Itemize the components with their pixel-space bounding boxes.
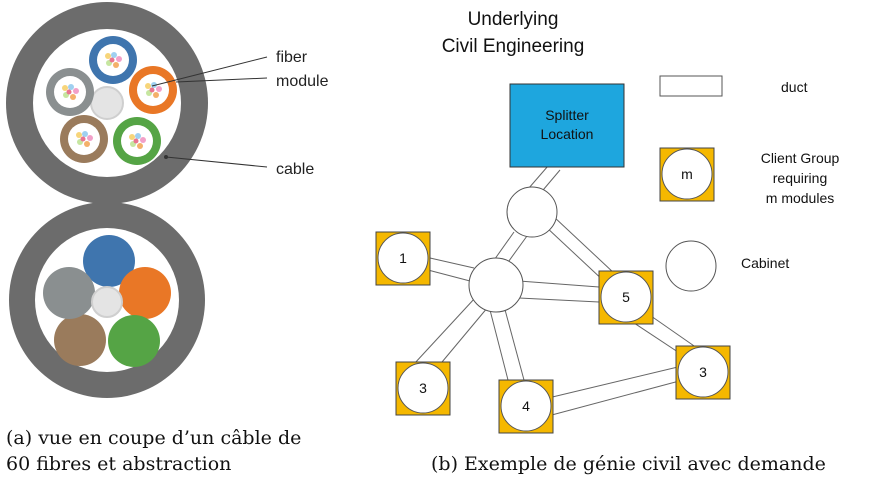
legend-client-m: m	[681, 166, 693, 182]
fiber-label: fiber	[276, 49, 308, 66]
client-group-demand: 4	[522, 398, 530, 414]
legend-client-line2: requiring	[773, 170, 827, 186]
duct-cabinet-client5-h	[518, 280, 600, 303]
abstract-module	[83, 235, 135, 287]
legend-cabinet-symbol	[665, 240, 717, 292]
abstract-module	[43, 267, 95, 319]
caption-a-line2: 60 fibres et abstraction	[6, 453, 231, 475]
fiber-pointer	[151, 56, 268, 87]
duct-client1-cabinet	[427, 257, 475, 282]
cable-abstraction	[9, 202, 205, 398]
cable-pointer-dot	[164, 155, 168, 159]
fiber-module	[129, 66, 177, 114]
cabinet-node	[468, 257, 524, 313]
module-label: module	[276, 73, 329, 90]
cable-cross-section: fiber module cable	[6, 2, 329, 204]
module-pointer	[175, 77, 268, 83]
figure-b-title-line1: Underlying	[468, 9, 559, 30]
duct-cabinet-client5	[544, 215, 616, 284]
cabinet-node	[506, 186, 558, 238]
legend-duct-symbol	[659, 75, 723, 97]
fiber-module	[46, 68, 94, 116]
splitter-location: Splitter Location	[509, 83, 625, 168]
caption-b: (b) Exemple de génie civil avec demande	[431, 453, 826, 475]
abstract-module	[119, 267, 171, 319]
abstract-module	[108, 315, 160, 367]
duct-client4-client3b	[543, 365, 684, 417]
figure-b-title-line2: Civil Engineering	[442, 36, 585, 57]
client-group-node: 1	[375, 231, 431, 286]
legend-client-line1: Client Group	[761, 150, 840, 166]
client-group-node: 4	[498, 379, 554, 434]
fiber-module	[113, 117, 161, 165]
duct-cabinet-client4	[489, 305, 525, 381]
legend-cabinet-label: Cabinet	[741, 255, 789, 271]
client-group-node: 5	[598, 270, 654, 325]
legend: duct m Client Group requiring m modules …	[659, 75, 840, 292]
splitter-label-line1: Splitter	[545, 107, 589, 123]
abstract-center	[91, 286, 123, 318]
fiber-module	[89, 36, 137, 84]
caption-a-line1: (a) vue en coupe d’un câble de	[6, 427, 301, 449]
abstract-module	[54, 314, 106, 366]
legend-client-line3: m modules	[766, 190, 834, 206]
cable-pointer	[165, 156, 268, 168]
client-group-demand: 3	[419, 380, 427, 396]
central-strength-member	[90, 86, 124, 120]
legend-duct-label: duct	[781, 79, 808, 95]
splitter-label-line2: Location	[541, 126, 594, 142]
client-group-node: 3	[395, 361, 451, 416]
client-group-demand: 5	[622, 289, 630, 305]
cable-label: cable	[276, 161, 314, 178]
fiber-module	[60, 115, 108, 163]
client-group-demand: 1	[399, 250, 407, 266]
client-group-node: 3	[675, 345, 731, 400]
client-group-demand: 3	[699, 364, 707, 380]
